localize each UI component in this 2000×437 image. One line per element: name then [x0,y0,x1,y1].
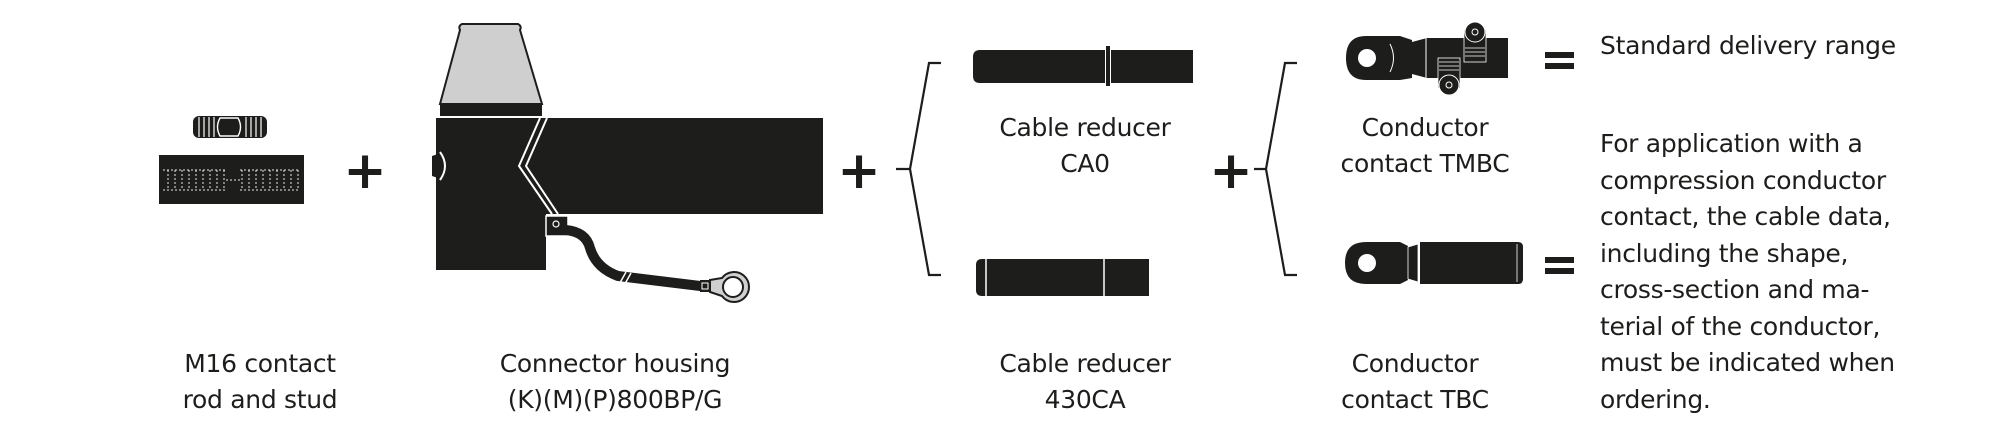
label-line: M16 contact [184,349,336,378]
label-cable-reducer-430ca: Cable reducer 430CA [985,346,1185,418]
label-line: CA0 [1060,149,1110,178]
label-connector-housing: Connector housing (K)(M)(P)800BP/G [490,346,740,418]
note-standard-delivery-range: Standard delivery range [1600,28,1896,65]
m16-stud-icon [193,116,267,138]
label-line: 430CA [1044,385,1126,414]
label-line: contact TBC [1341,385,1489,414]
conductor-contact-tmbc-icon [1346,21,1508,96]
label-line: Conductor [1361,113,1489,142]
note-line: must be indicated when [1600,348,1895,377]
note-compression-contact: For application with a compression condu… [1600,126,1895,418]
label-line: Cable reducer [999,349,1171,378]
note-line: compression conductor [1600,165,1886,195]
note-line: contact, the cable data, [1600,202,1891,231]
label-line: Connector housing [499,349,731,378]
note-line: including the shape, [1600,238,1849,268]
label-conductor-contact-tmbc: Conductor contact TMBC [1330,110,1520,182]
cable-reducer-ca0-icon [973,46,1193,86]
note-line: ordering. [1600,384,1711,414]
note-line: Standard delivery range [1600,31,1896,60]
brace-cable-reducers [896,61,941,277]
plus-sign: + [1209,141,1253,201]
label-line: Cable reducer [999,113,1171,142]
m16-contact-rod-icon [159,155,304,204]
cable-reducer-430ca-icon [976,259,1149,296]
label-line: Conductor [1351,349,1479,378]
note-line: cross-section and ma- [1600,275,1870,304]
label-line: rod and stud [182,385,338,414]
equals-sign [1545,257,1574,274]
connector-housing-icon [432,23,823,303]
label-line: (K)(M)(P)800BP/G [507,385,723,414]
brace-conductor-contacts [1254,61,1297,277]
plus-sign: + [343,141,387,201]
label-cable-reducer-ca0: Cable reducer CA0 [985,110,1185,182]
equals-sign [1545,52,1574,69]
plus-sign: + [837,141,881,201]
label-conductor-contact-tbc: Conductor contact TBC [1320,346,1510,418]
note-line: For application with a [1600,129,1863,158]
note-line: terial of the conductor, [1600,311,1881,341]
conductor-contact-tbc-icon [1345,242,1523,284]
label-m16-contact-rod: M16 contact rod and stud [160,346,360,418]
label-line: contact TMBC [1340,149,1510,178]
